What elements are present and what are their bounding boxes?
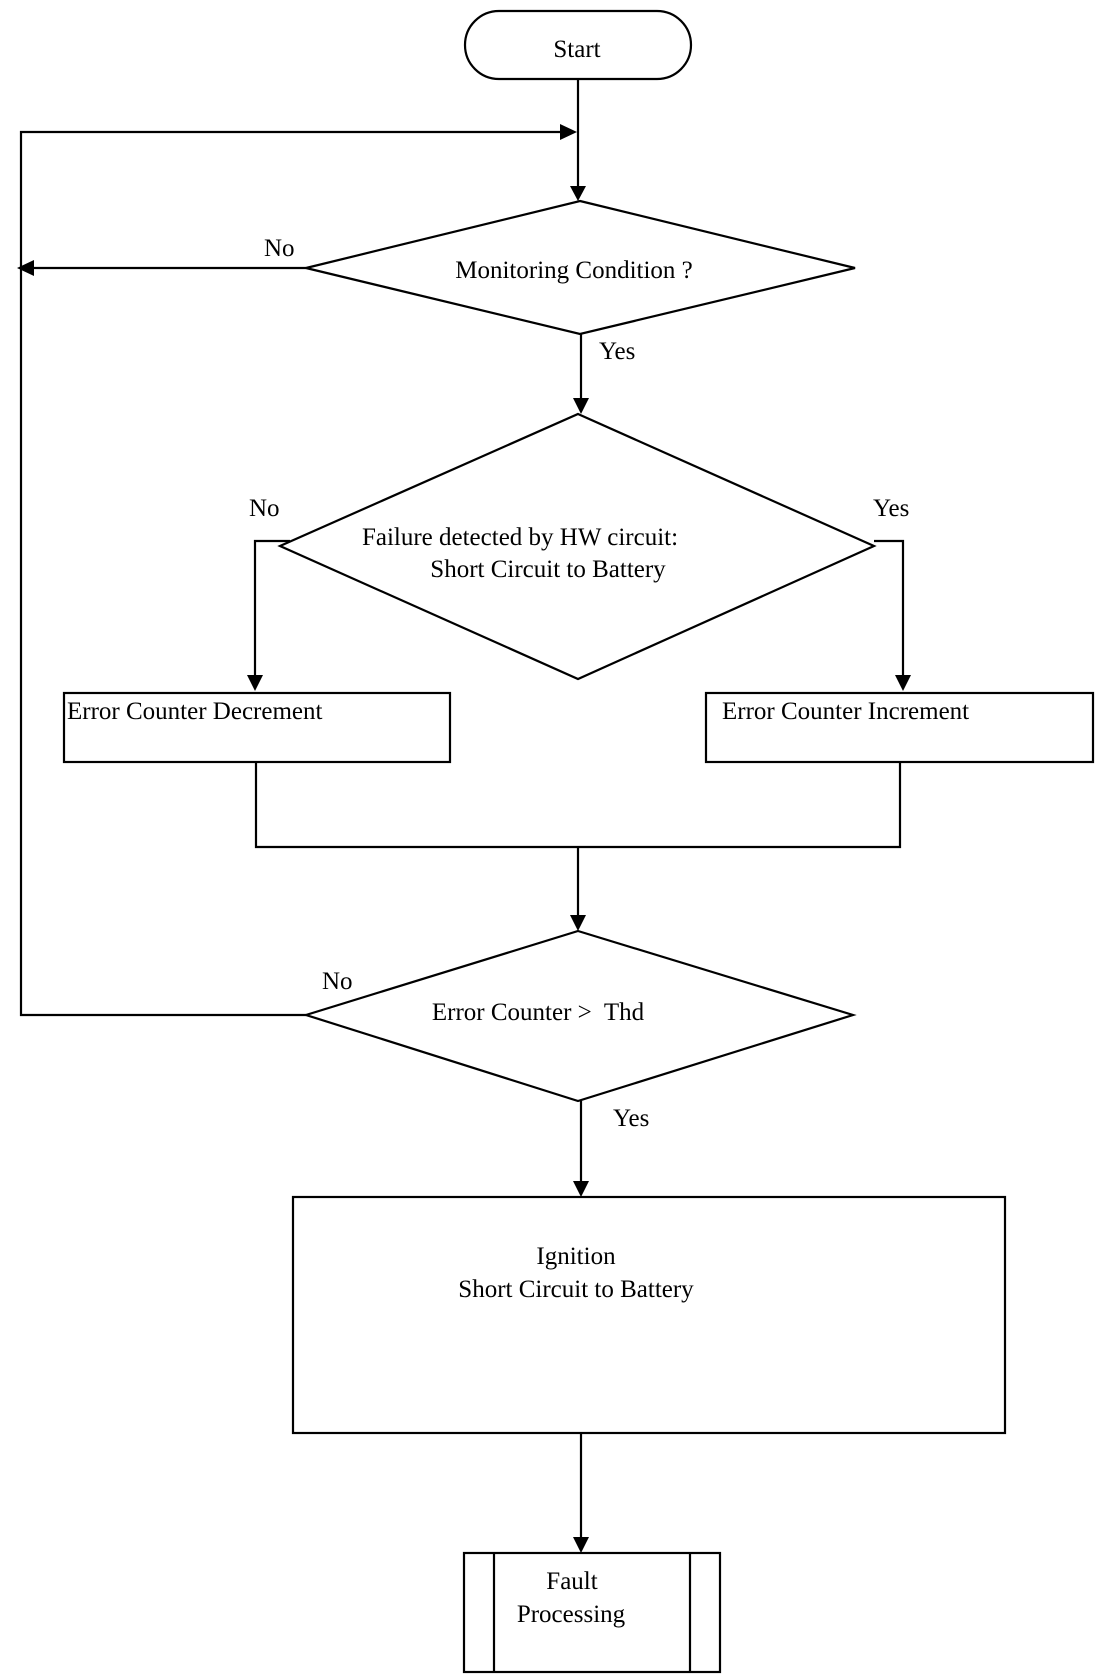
arrowhead-into-decrement [247, 675, 263, 691]
fault-processing-box-shape [462, 1551, 722, 1674]
failure-detected-label-line2: Short Circuit to Battery [430, 556, 666, 583]
arrowhead-into-monitoring [570, 186, 586, 201]
failure-diamond-shape [277, 412, 877, 681]
error-counter-increment-node: Error Counter Increment [704, 691, 1095, 764]
ignition-short-circuit-node: Ignition Short Circuit to Battery [291, 1195, 1007, 1435]
arrowhead-into-ignition [573, 1181, 589, 1197]
monitoring-condition-decision: Monitoring Condition ? [305, 199, 856, 336]
arrowhead-loop-merge [560, 124, 577, 140]
connector-failure-no [253, 539, 290, 675]
ignition-label-line2: Short Circuit to Battery [458, 1276, 694, 1303]
error-counter-decrement-label: Error Counter Decrement [67, 698, 322, 725]
error-counter-increment-label: Error Counter Increment [722, 698, 969, 725]
error-counter-decrement-node: Error Counter Decrement [62, 691, 452, 764]
decrement-box-shape [62, 691, 452, 764]
connector-failure-yes [874, 539, 905, 675]
failure-detected-label-line1: Failure detected by HW circuit: [362, 524, 678, 551]
start-label: Start [553, 36, 600, 63]
start-node: Start [463, 9, 693, 81]
ignition-box-shape [291, 1195, 1007, 1435]
arrowhead-into-fault [573, 1537, 589, 1553]
increment-box-shape [704, 691, 1095, 764]
fault-processing-node: Fault Processing [462, 1551, 722, 1674]
connector-merge-counters [254, 762, 902, 849]
error-counter-threshold-label: Error Counter > Thd [432, 999, 645, 1026]
threshold-diamond-shape [302, 929, 857, 1103]
fault-processing-label-line1: Fault [546, 1568, 597, 1595]
start-terminator-shape [463, 9, 693, 81]
monitoring-diamond-shape [305, 199, 856, 336]
arrowhead-monitoring-no [17, 260, 34, 276]
failure-yes-label: Yes [873, 495, 909, 522]
arrowhead-into-threshold [570, 915, 586, 931]
ignition-label-line1: Ignition [536, 1243, 616, 1270]
failure-no-label: No [249, 495, 280, 522]
monitoring-no-label: No [264, 235, 295, 262]
monitoring-yes-label: Yes [599, 338, 635, 365]
monitoring-condition-label: Monitoring Condition ? [455, 257, 693, 284]
arrowhead-into-failure [573, 398, 589, 414]
fault-processing-label-line2: Processing [517, 1601, 626, 1628]
threshold-no-label: No [322, 968, 353, 995]
error-counter-threshold-decision: Error Counter > Thd [302, 929, 857, 1103]
threshold-yes-label: Yes [613, 1105, 649, 1132]
arrowhead-into-increment [895, 675, 911, 691]
connector-loop-back-rail [19, 130, 560, 1017]
failure-detected-decision: Failure detected by HW circuit: Short Ci… [277, 412, 877, 681]
